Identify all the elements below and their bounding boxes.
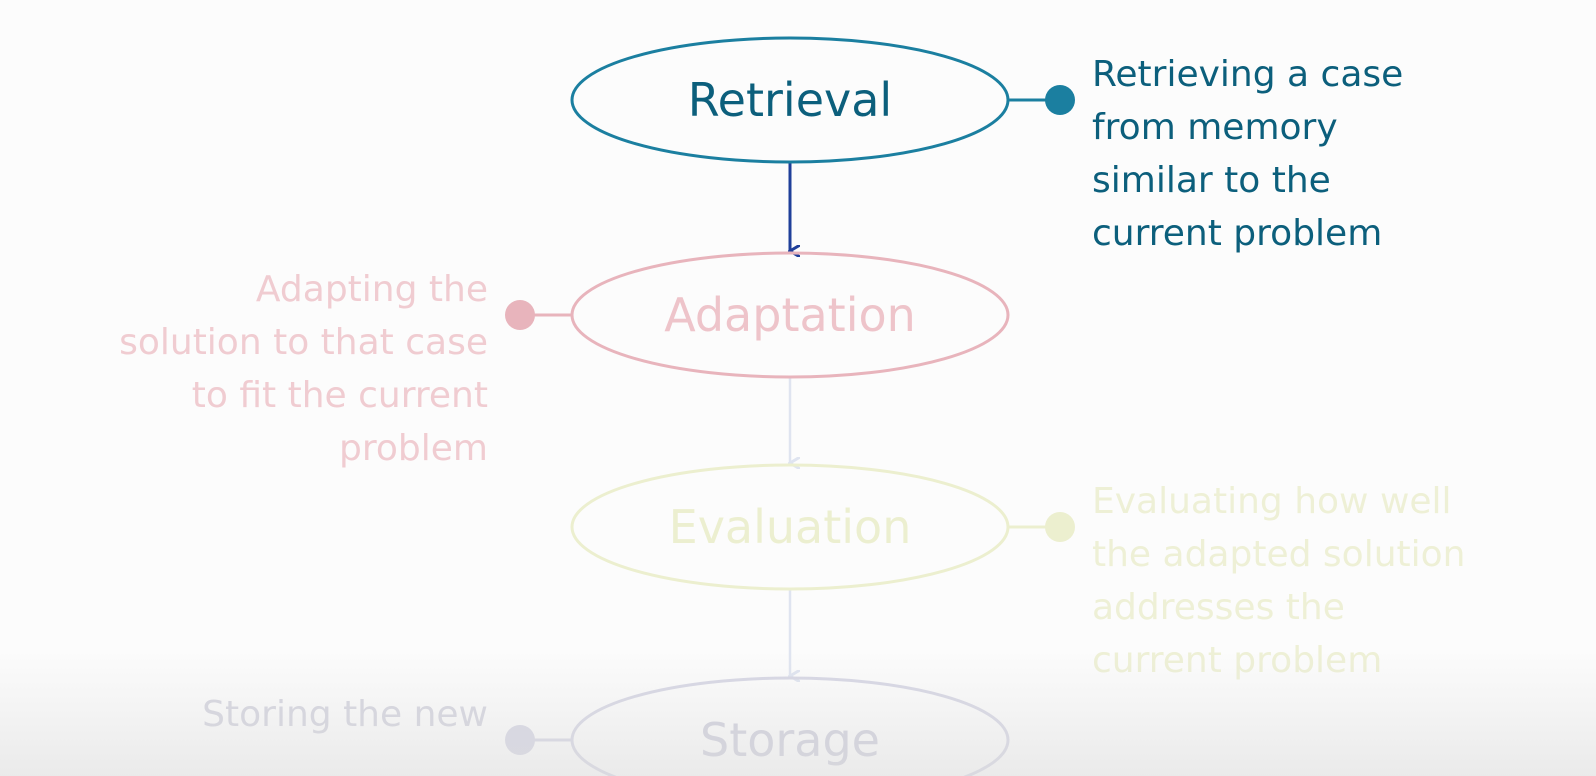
node-retrieval-label: Retrieval [688, 73, 892, 127]
connector-dot-storage [505, 725, 535, 755]
node-storage[interactable]: Storage [570, 676, 1010, 776]
description-retrieval-line: current problem [1092, 213, 1382, 254]
node-evaluation-label: Evaluation [669, 500, 912, 554]
connector-dot-evaluation [1045, 512, 1075, 542]
description-adaptation-line: solution to that case [119, 322, 488, 363]
node-retrieval[interactable]: Retrieval [570, 36, 1010, 164]
description-evaluation-line: addresses the [1092, 587, 1345, 628]
node-storage-label: Storage [700, 713, 880, 767]
node-evaluation[interactable]: Evaluation [570, 463, 1010, 591]
connector-dot-adaptation [505, 300, 535, 330]
description-evaluation-line: the adapted solution [1092, 534, 1465, 575]
connector-dot-retrieval [1045, 85, 1075, 115]
node-adaptation-label: Adaptation [664, 288, 916, 342]
description-retrieval-line: similar to the [1092, 160, 1331, 201]
description-adaptation-line: problem [339, 428, 488, 469]
description-retrieval-line: Retrieving a case [1092, 54, 1403, 95]
description-evaluation-line: current problem [1092, 640, 1382, 681]
description-adaptation-line: to fit the current [192, 375, 488, 416]
description-retrieval-line: from memory [1092, 107, 1338, 148]
description-adaptation-line: Adapting the [256, 269, 488, 310]
description-storage-line: Storing the new [202, 694, 488, 735]
description-evaluation-line: Evaluating how well [1092, 481, 1452, 522]
node-adaptation[interactable]: Adaptation [570, 251, 1010, 379]
